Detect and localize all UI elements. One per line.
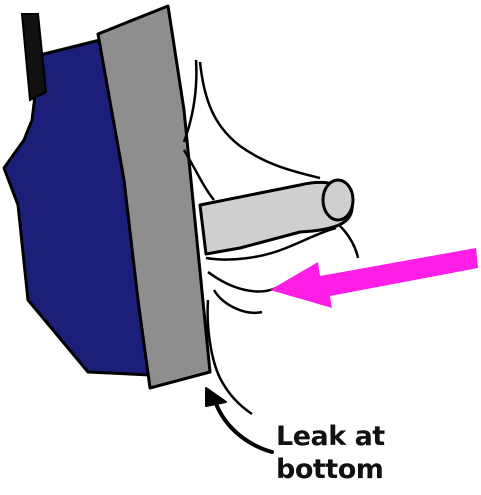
leak-callout-label: Leak at bottom — [276, 420, 406, 486]
pointer-arrow — [270, 248, 478, 308]
cup-strap — [22, 14, 46, 100]
nipple-tip — [323, 180, 353, 220]
callout-line-1: Leak at — [276, 420, 406, 453]
callout-line-2: bottom — [276, 453, 406, 486]
face-contour-upper — [200, 62, 320, 178]
leak-droplet-line — [214, 290, 262, 313]
face-contour-lower-2 — [208, 272, 276, 291]
callout-arrow-head — [206, 388, 226, 406]
face-contour-right — [340, 226, 358, 258]
